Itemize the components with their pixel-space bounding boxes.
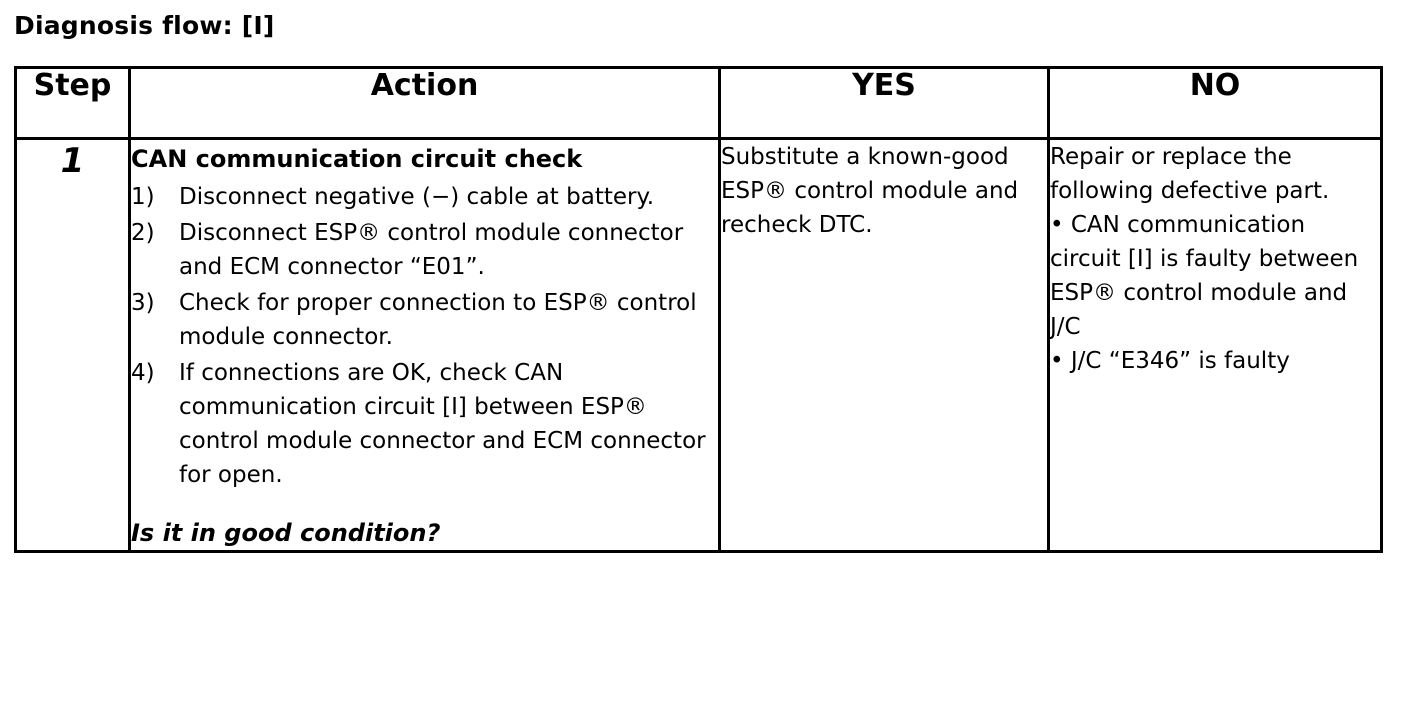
diagnosis-flow-table: Step Action YES NO 1 CAN communication c…	[14, 66, 1383, 553]
list-item: 3) Check for proper connection to ESP® c…	[131, 286, 718, 354]
list-item: 2) Disconnect ESP® control module connec…	[131, 216, 718, 284]
column-header-step: Step	[14, 66, 131, 140]
list-item-number: 3)	[131, 290, 155, 316]
action-step-list: 1) Disconnect negative (−) cable at batt…	[131, 180, 718, 492]
list-item-text: If connections are OK, check CAN communi…	[179, 360, 706, 488]
column-header-no: NO	[1047, 66, 1383, 140]
list-item: • CAN communication circuit [I] is fault…	[1050, 212, 1359, 340]
no-result-intro: Repair or replace the following defectiv…	[1050, 144, 1330, 204]
list-item-number: 4)	[131, 360, 155, 386]
list-item-number: 2)	[131, 220, 155, 246]
no-result-cell: Repair or replace the following defectiv…	[1047, 137, 1383, 553]
action-question: Is it in good condition?	[131, 519, 441, 547]
list-item-number: 1)	[131, 184, 155, 210]
action-heading: CAN communication circuit check	[131, 145, 583, 173]
yes-result-text: Substitute a known-good ESP® control mod…	[721, 144, 1019, 238]
table-row: 1 CAN communication circuit check 1) Dis…	[14, 137, 1383, 553]
list-item-text: Disconnect ESP® control module connector…	[179, 220, 684, 280]
list-item: 1) Disconnect negative (−) cable at batt…	[131, 180, 718, 214]
table-header-row: Step Action YES NO	[14, 66, 1383, 140]
list-item-text: Disconnect negative (−) cable at battery…	[179, 184, 655, 210]
list-item-text: Check for proper connection to ESP® cont…	[179, 290, 697, 350]
action-cell: CAN communication circuit check 1) Disco…	[128, 137, 721, 553]
page-title: Diagnosis flow: [I]	[14, 11, 275, 40]
list-item: 4) If connections are OK, check CAN comm…	[131, 356, 718, 492]
column-header-action: Action	[128, 66, 721, 140]
column-header-yes: YES	[718, 66, 1050, 140]
yes-result-cell: Substitute a known-good ESP® control mod…	[718, 137, 1050, 553]
step-number-cell: 1	[14, 137, 131, 553]
no-result-bullet-list: • CAN communication circuit [I] is fault…	[1050, 208, 1380, 378]
list-item: • J/C “E346” is faulty	[1050, 348, 1290, 374]
